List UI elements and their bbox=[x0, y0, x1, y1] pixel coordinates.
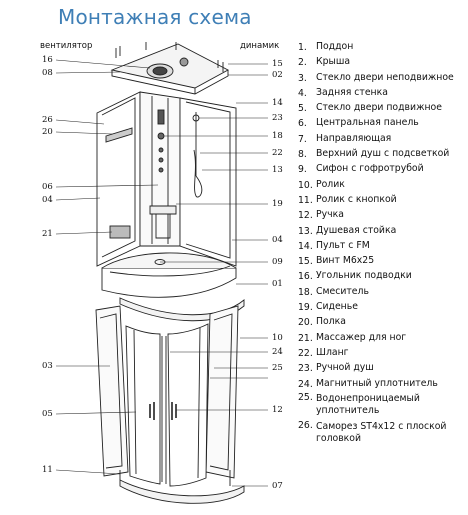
ref-number: 01 bbox=[272, 279, 283, 289]
legend-item: 16.Угольник подводки bbox=[298, 270, 412, 283]
ref-number: 02 bbox=[272, 70, 283, 80]
ref-number: 24 bbox=[272, 347, 283, 357]
legend-item: 6.Центральная панель bbox=[298, 117, 419, 130]
ref-number: 21 bbox=[42, 229, 53, 239]
parts-legend: 1.Поддон 2.Крыша 3.Стекло двери неподвиж… bbox=[298, 40, 464, 448]
legend-item: 26.Саморез ST4x12 с плоской головкой bbox=[298, 419, 447, 444]
dinamik-label: динамик bbox=[240, 41, 280, 51]
ref-number: 04 bbox=[272, 235, 283, 245]
legend-item: 25.Водонепроницаемый уплотнитель bbox=[298, 391, 420, 416]
legend-item: 23.Ручной душ bbox=[298, 362, 374, 375]
legend-item: 8.Верхний душ с подсветкой bbox=[298, 148, 450, 161]
legend-item: 10.Ролик bbox=[298, 178, 345, 191]
ref-number: 06 bbox=[42, 182, 53, 192]
ref-number: 04 bbox=[42, 195, 53, 205]
ref-number: 12 bbox=[272, 405, 283, 415]
ref-number: 20 bbox=[42, 127, 53, 137]
legend-item: 11.Ролик с кнопкой bbox=[298, 193, 397, 206]
legend-item: 3.Стекло двери неподвижное bbox=[298, 71, 454, 84]
ref-number: 16 bbox=[42, 55, 53, 65]
legend-item: 5.Стекло двери подвижное bbox=[298, 102, 442, 115]
legend-item: 14.Пульт с FM bbox=[298, 239, 370, 252]
ref-number: 11 bbox=[42, 465, 53, 475]
ref-number: 09 bbox=[272, 257, 283, 267]
legend-item: 2.Крыша bbox=[298, 56, 351, 69]
ventilator-label: вентилятор bbox=[40, 41, 93, 51]
ref-number: 08 bbox=[42, 68, 53, 78]
legend-item: 24.Магнитный уплотнитель bbox=[298, 377, 438, 390]
legend-item: 22.Шланг bbox=[298, 346, 349, 359]
ref-number: 22 bbox=[272, 148, 283, 158]
ref-number: 07 bbox=[272, 481, 283, 491]
ref-number: 03 bbox=[42, 361, 53, 371]
ref-number: 10 bbox=[272, 333, 283, 343]
legend-item: 15.Винт M6x25 bbox=[298, 255, 375, 268]
legend-item: 12.Ручка bbox=[298, 209, 344, 222]
ref-number: 23 bbox=[272, 113, 283, 123]
legend-item: 1.Поддон bbox=[298, 41, 354, 53]
legend-item: 7.Направляющая bbox=[298, 132, 392, 145]
ref-number: 19 bbox=[272, 199, 283, 209]
legend-item: 20.Полка bbox=[298, 316, 346, 329]
legend-item: 9.Сифон с гофротрубой bbox=[298, 163, 424, 176]
ref-number: 15 bbox=[272, 59, 283, 69]
legend-item: 19.Сиденье bbox=[298, 301, 358, 314]
ref-number: 14 bbox=[272, 98, 283, 108]
legend-item: 4.Задняя стенка bbox=[298, 86, 388, 99]
page-title: Монтажная схема bbox=[58, 5, 252, 29]
ref-number: 25 bbox=[272, 363, 283, 373]
legend-item: 13.Душевая стойка bbox=[298, 224, 397, 237]
ref-number: 05 bbox=[42, 409, 53, 419]
ref-number: 26 bbox=[42, 115, 53, 125]
ref-number: 18 bbox=[272, 131, 283, 141]
legend-item: 21.Массажер для ног bbox=[298, 331, 407, 344]
legend-item: 18.Смеситель bbox=[298, 285, 369, 298]
ref-number: 13 bbox=[272, 165, 283, 175]
